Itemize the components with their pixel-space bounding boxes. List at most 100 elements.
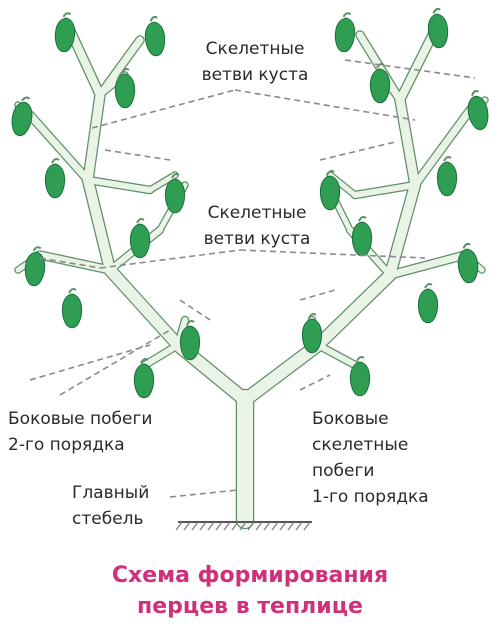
label-line: Скелетные: [205, 39, 305, 59]
pepper-fruit: [457, 242, 479, 284]
label-line: ветви куста: [201, 65, 309, 85]
callout-dash: [29, 344, 151, 381]
pepper-fruit: [467, 90, 489, 131]
pepper-fruit: [369, 63, 391, 104]
callout-dash: [169, 489, 239, 498]
pepper-stalk: [171, 173, 180, 179]
label-skeletal-branches-top: Скелетные ветви куста: [180, 36, 330, 88]
ground-hatch: [303, 521, 311, 531]
label-skeletal-branches-middle: Скелетные ветви куста: [182, 200, 332, 252]
callout-dash: [99, 249, 241, 269]
callout-lines: [29, 59, 476, 498]
branch: [104, 264, 184, 351]
pepper-stalk: [424, 283, 433, 289]
branch: [66, 26, 104, 99]
pepper-body: [114, 73, 136, 109]
pepper-fruit: [319, 170, 341, 211]
pepper-body: [351, 221, 373, 257]
pepper-stalk: [136, 218, 145, 224]
pepper-body: [44, 163, 66, 199]
ground-hatch: [215, 521, 223, 531]
branch: [315, 342, 358, 368]
ground-hatch: [231, 521, 239, 531]
label-line: скелетные: [312, 435, 409, 455]
branch: [142, 342, 181, 368]
pepper-fruit: [349, 356, 371, 397]
pepper-stalk: [51, 158, 60, 164]
title-line: перцев в теплице: [137, 594, 363, 619]
pepper-fruit: [144, 15, 166, 57]
ground-hatch: [207, 521, 215, 531]
callout-dash: [319, 141, 396, 161]
callout-dash: [234, 89, 416, 121]
branch: [395, 95, 420, 190]
ground-hatch: [279, 521, 287, 531]
pepper-body: [334, 17, 356, 53]
pepper-stalk: [121, 68, 130, 74]
pepper-body: [129, 223, 151, 259]
pepper-fruit: [44, 158, 66, 199]
branch: [312, 269, 396, 351]
callout-dash: [179, 299, 211, 321]
pepper-stalk: [443, 156, 452, 162]
label-line: Скелетные: [207, 203, 307, 223]
label-line: ветви куста: [203, 229, 311, 249]
pepper-stalk: [471, 90, 479, 97]
title-line: Схема формирования: [111, 563, 389, 588]
branch: [85, 177, 153, 193]
branch: [36, 251, 114, 274]
pepper-stalk: [432, 7, 441, 14]
pepper-fruit: [334, 12, 356, 53]
ground-hatch: [295, 521, 303, 531]
branch: [411, 106, 474, 189]
pepper-body: [133, 363, 155, 399]
diagram-title: Схема формирования перцев в теплице: [0, 560, 500, 622]
branch: [239, 339, 324, 406]
pepper-body: [349, 361, 371, 397]
pepper-stalk: [342, 12, 352, 18]
pepper-stalk: [308, 313, 317, 319]
pepper-body: [144, 21, 166, 57]
ground-hatch: [239, 521, 247, 531]
label-line: Боковые побеги: [8, 409, 153, 429]
pepper-fruit: [301, 313, 323, 354]
branch: [385, 180, 420, 280]
branch: [386, 251, 469, 279]
label-line: побеги: [312, 461, 375, 481]
label-line: 2-го порядка: [8, 435, 125, 455]
pepper-body: [457, 248, 479, 284]
pepper-stalk: [149, 15, 158, 22]
callout-dash: [39, 257, 101, 269]
pepper-fruit: [164, 173, 186, 214]
ground-line: [175, 521, 312, 531]
branch: [83, 175, 115, 275]
pepper-fruit: [24, 246, 46, 287]
ground-hatch: [199, 521, 207, 531]
callout-dash: [239, 249, 426, 259]
pepper-stalk: [68, 288, 77, 294]
callout-dash: [299, 374, 331, 391]
ground-hatch: [183, 521, 191, 531]
pepper-fruit: [114, 68, 136, 109]
pepper-stalk: [140, 358, 149, 364]
pepper-fruit: [133, 358, 155, 399]
pepper-stalk: [462, 242, 471, 249]
pepper-fruit: [351, 216, 373, 257]
callout-dash: [299, 289, 336, 301]
pepper-body: [24, 251, 46, 287]
ground-hatch: [175, 521, 183, 531]
pepper-stalk: [358, 216, 367, 222]
pepper-stalk: [62, 12, 72, 18]
pepper-fruit: [61, 288, 83, 329]
pepper-fruit: [436, 156, 458, 197]
label-line: 1-го порядка: [312, 487, 429, 507]
pepper-body: [54, 17, 76, 53]
label-side-shoots-second-order: Боковые побеги 2-го порядка: [8, 406, 152, 458]
ground-hatch: [287, 521, 295, 531]
branch: [83, 90, 105, 185]
label-line: Главный: [72, 483, 150, 503]
pepper-fruit: [129, 218, 151, 259]
branch: [175, 317, 188, 348]
